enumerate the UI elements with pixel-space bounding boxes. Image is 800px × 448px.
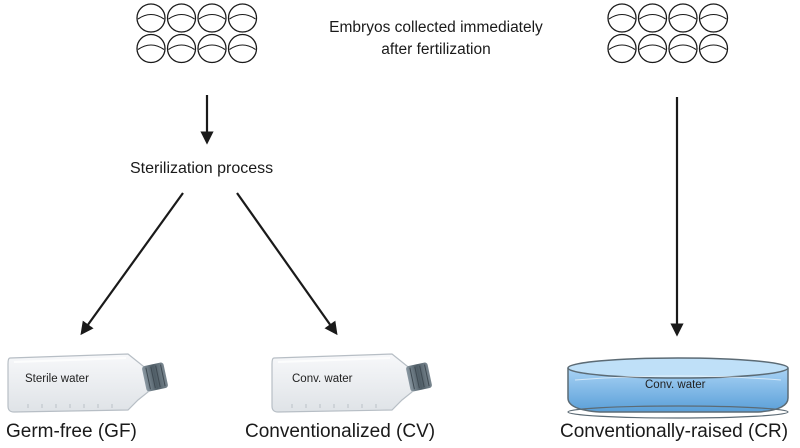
embryo: [637, 3, 668, 33]
embryo: [197, 33, 227, 64]
embryo: [698, 3, 729, 33]
group-label-cv: Conventionalized (CV): [245, 421, 436, 442]
header-label-line1: Embryos collected immediately: [329, 19, 543, 36]
group-label-cr: Conventionally-raised (CR): [560, 421, 789, 442]
embryo: [607, 33, 637, 64]
header-label-line2: after fertilization: [381, 41, 491, 58]
embryo: [607, 3, 637, 33]
culture-flask-cv: [271, 353, 432, 413]
embryo: [166, 3, 197, 33]
petri-dish-cr: [567, 357, 789, 419]
embryo: [227, 3, 258, 33]
embryo: [698, 33, 729, 64]
arrow-sterilization-to-cv: [236, 192, 338, 336]
embryo: [166, 33, 197, 64]
embryo-cluster-right: [607, 3, 729, 64]
culture-flask-gf: [7, 353, 168, 413]
group-label-gf: Germ-free (GF): [6, 421, 137, 442]
process-label: Sterilization process: [130, 160, 274, 177]
embryo: [637, 33, 668, 64]
flask-gf-label: Sterile water: [25, 373, 89, 385]
embryo-cluster-left: [136, 3, 258, 64]
arrow-sterilization-to-gf: [80, 192, 184, 336]
embryo: [668, 3, 698, 33]
dish-cr-label: Conv. water: [645, 379, 706, 391]
embryo: [136, 33, 166, 64]
embryo: [197, 3, 227, 33]
embryo: [668, 33, 698, 64]
embryo: [227, 33, 258, 64]
flask-cv-label: Conv. water: [292, 373, 353, 385]
embryo: [136, 3, 166, 33]
